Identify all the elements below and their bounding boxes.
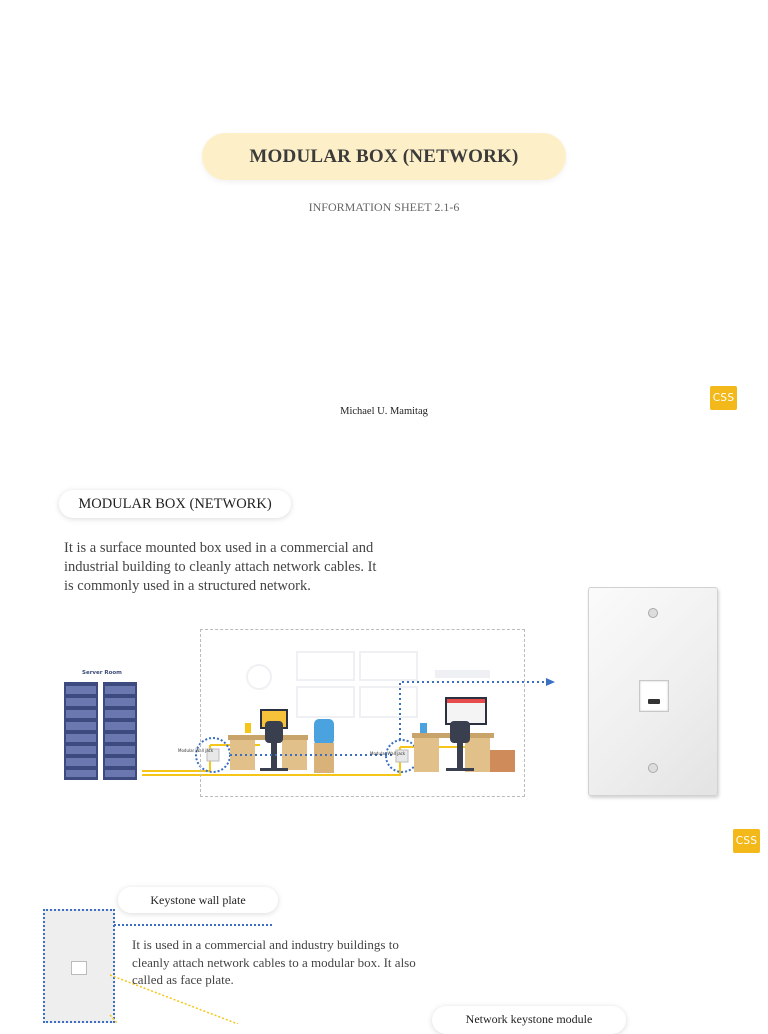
office-frame [200, 629, 525, 797]
keystone-module-heading: Network keystone module [432, 1006, 626, 1034]
server-room-label: Server Room [82, 670, 122, 676]
office-background [246, 651, 490, 718]
section-heading-text: MODULAR BOX (NETWORK) [78, 495, 272, 512]
top-screw [648, 608, 658, 618]
css-badge: CSS [710, 386, 737, 410]
section-paragraph: It is a surface mounted box used in a co… [64, 540, 377, 594]
arrow-head [546, 678, 555, 686]
workstation-1 [228, 709, 308, 771]
author-name: Michael U. Mamitag [340, 406, 428, 417]
title-pill: MODULAR BOX (NETWORK) [202, 133, 566, 180]
callout-arrow [399, 681, 548, 740]
keystone-module-heading-text: Network keystone module [465, 1012, 593, 1026]
keystone-plate-image [43, 909, 115, 1023]
slide-subtitle: INFORMATION SHEET 2.1-6 [308, 200, 460, 214]
network-diagram: Server Room Modular Wall jack [64, 651, 555, 780]
keystone-jack [71, 961, 87, 975]
rj45-jack [639, 680, 669, 712]
keystone-connector-lines [109, 924, 273, 1024]
jack-port [648, 699, 660, 704]
css-badge-2: CSS [733, 829, 760, 853]
server-rack [64, 682, 137, 780]
wall-jack-label-2: Modular Wall jack [370, 751, 406, 756]
water-dispenser [314, 719, 334, 773]
wall-jack-1 [206, 748, 220, 762]
section-heading: MODULAR BOX (NETWORK) [59, 490, 291, 518]
wall-jack-2 [395, 749, 409, 763]
bottom-screw [648, 763, 658, 773]
slide-title: MODULAR BOX (NETWORK) [249, 145, 519, 167]
workstation-2 [412, 697, 515, 772]
wall-jack-label-1: Modular Wall jack [178, 748, 214, 753]
keystone-heading: Keystone wall plate [118, 887, 278, 913]
keystone-heading-text: Keystone wall plate [150, 892, 246, 907]
wall-plate-image [588, 587, 718, 796]
keystone-paragraph: It is used in a commercial and industry … [132, 937, 416, 987]
